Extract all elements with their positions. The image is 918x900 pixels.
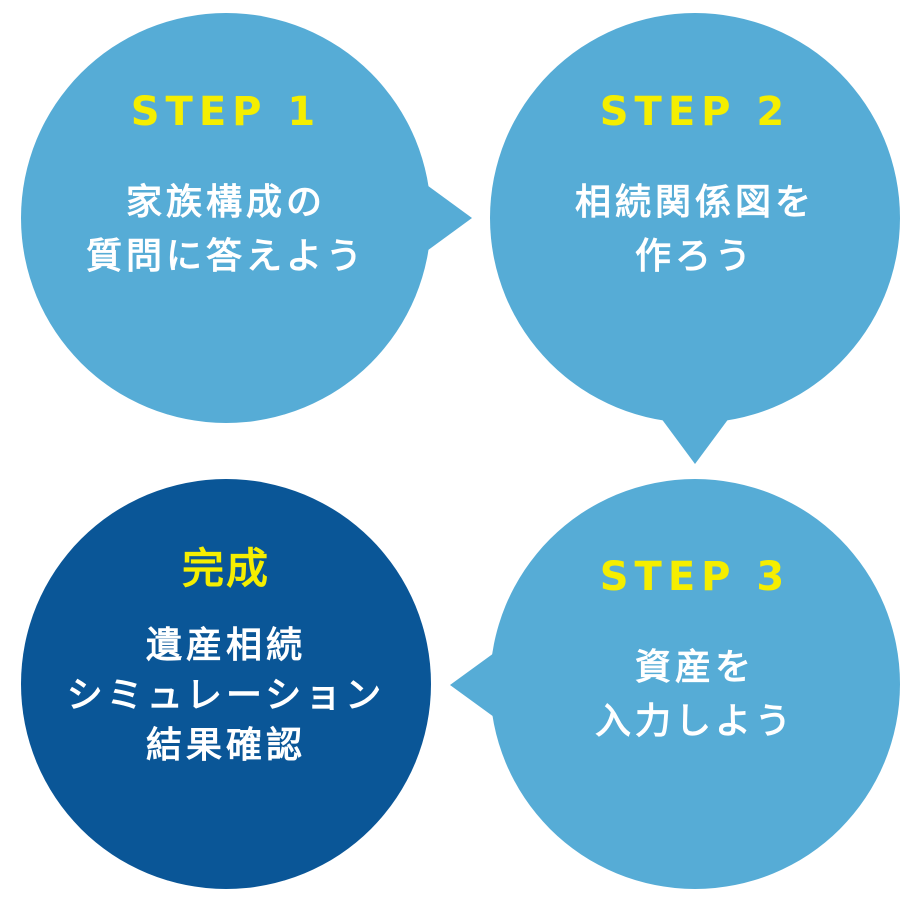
step1-heading: STEP 1 [130,89,322,135]
final-line3: 結果確認 [145,725,306,766]
step3-line2: 入力しよう [594,701,795,742]
step1-line1: 家族構成の [125,182,326,223]
step2-line2: 作ろう [634,236,755,277]
step2-heading: STEP 2 [599,89,791,135]
arrow-down-icon [655,410,735,464]
step1-block: STEP 1 家族構成の 質問に答えよう [46,88,406,284]
step3-heading: STEP 3 [599,554,791,600]
final-heading: 完成 [181,544,270,593]
arrow-right-icon [420,180,472,256]
final-circle [21,479,431,889]
step1-circle [21,13,431,423]
step3-line1: 資産を [634,647,755,688]
step3-circle [490,479,900,889]
arrow-left-icon [450,645,505,725]
final-line2: シミュレーション [66,675,386,716]
final-line1: 遺産相続 [145,625,306,666]
final-block: 完成 遺産相続 シミュレーション 結果確認 [46,545,406,771]
step2-block: STEP 2 相続関係図を 作ろう [515,88,875,284]
step1-line2: 質問に答えよう [85,236,366,277]
step3-block: STEP 3 資産を 入力しよう [515,553,875,749]
step2-circle [490,13,900,423]
step2-line1: 相続関係図を [574,182,815,223]
